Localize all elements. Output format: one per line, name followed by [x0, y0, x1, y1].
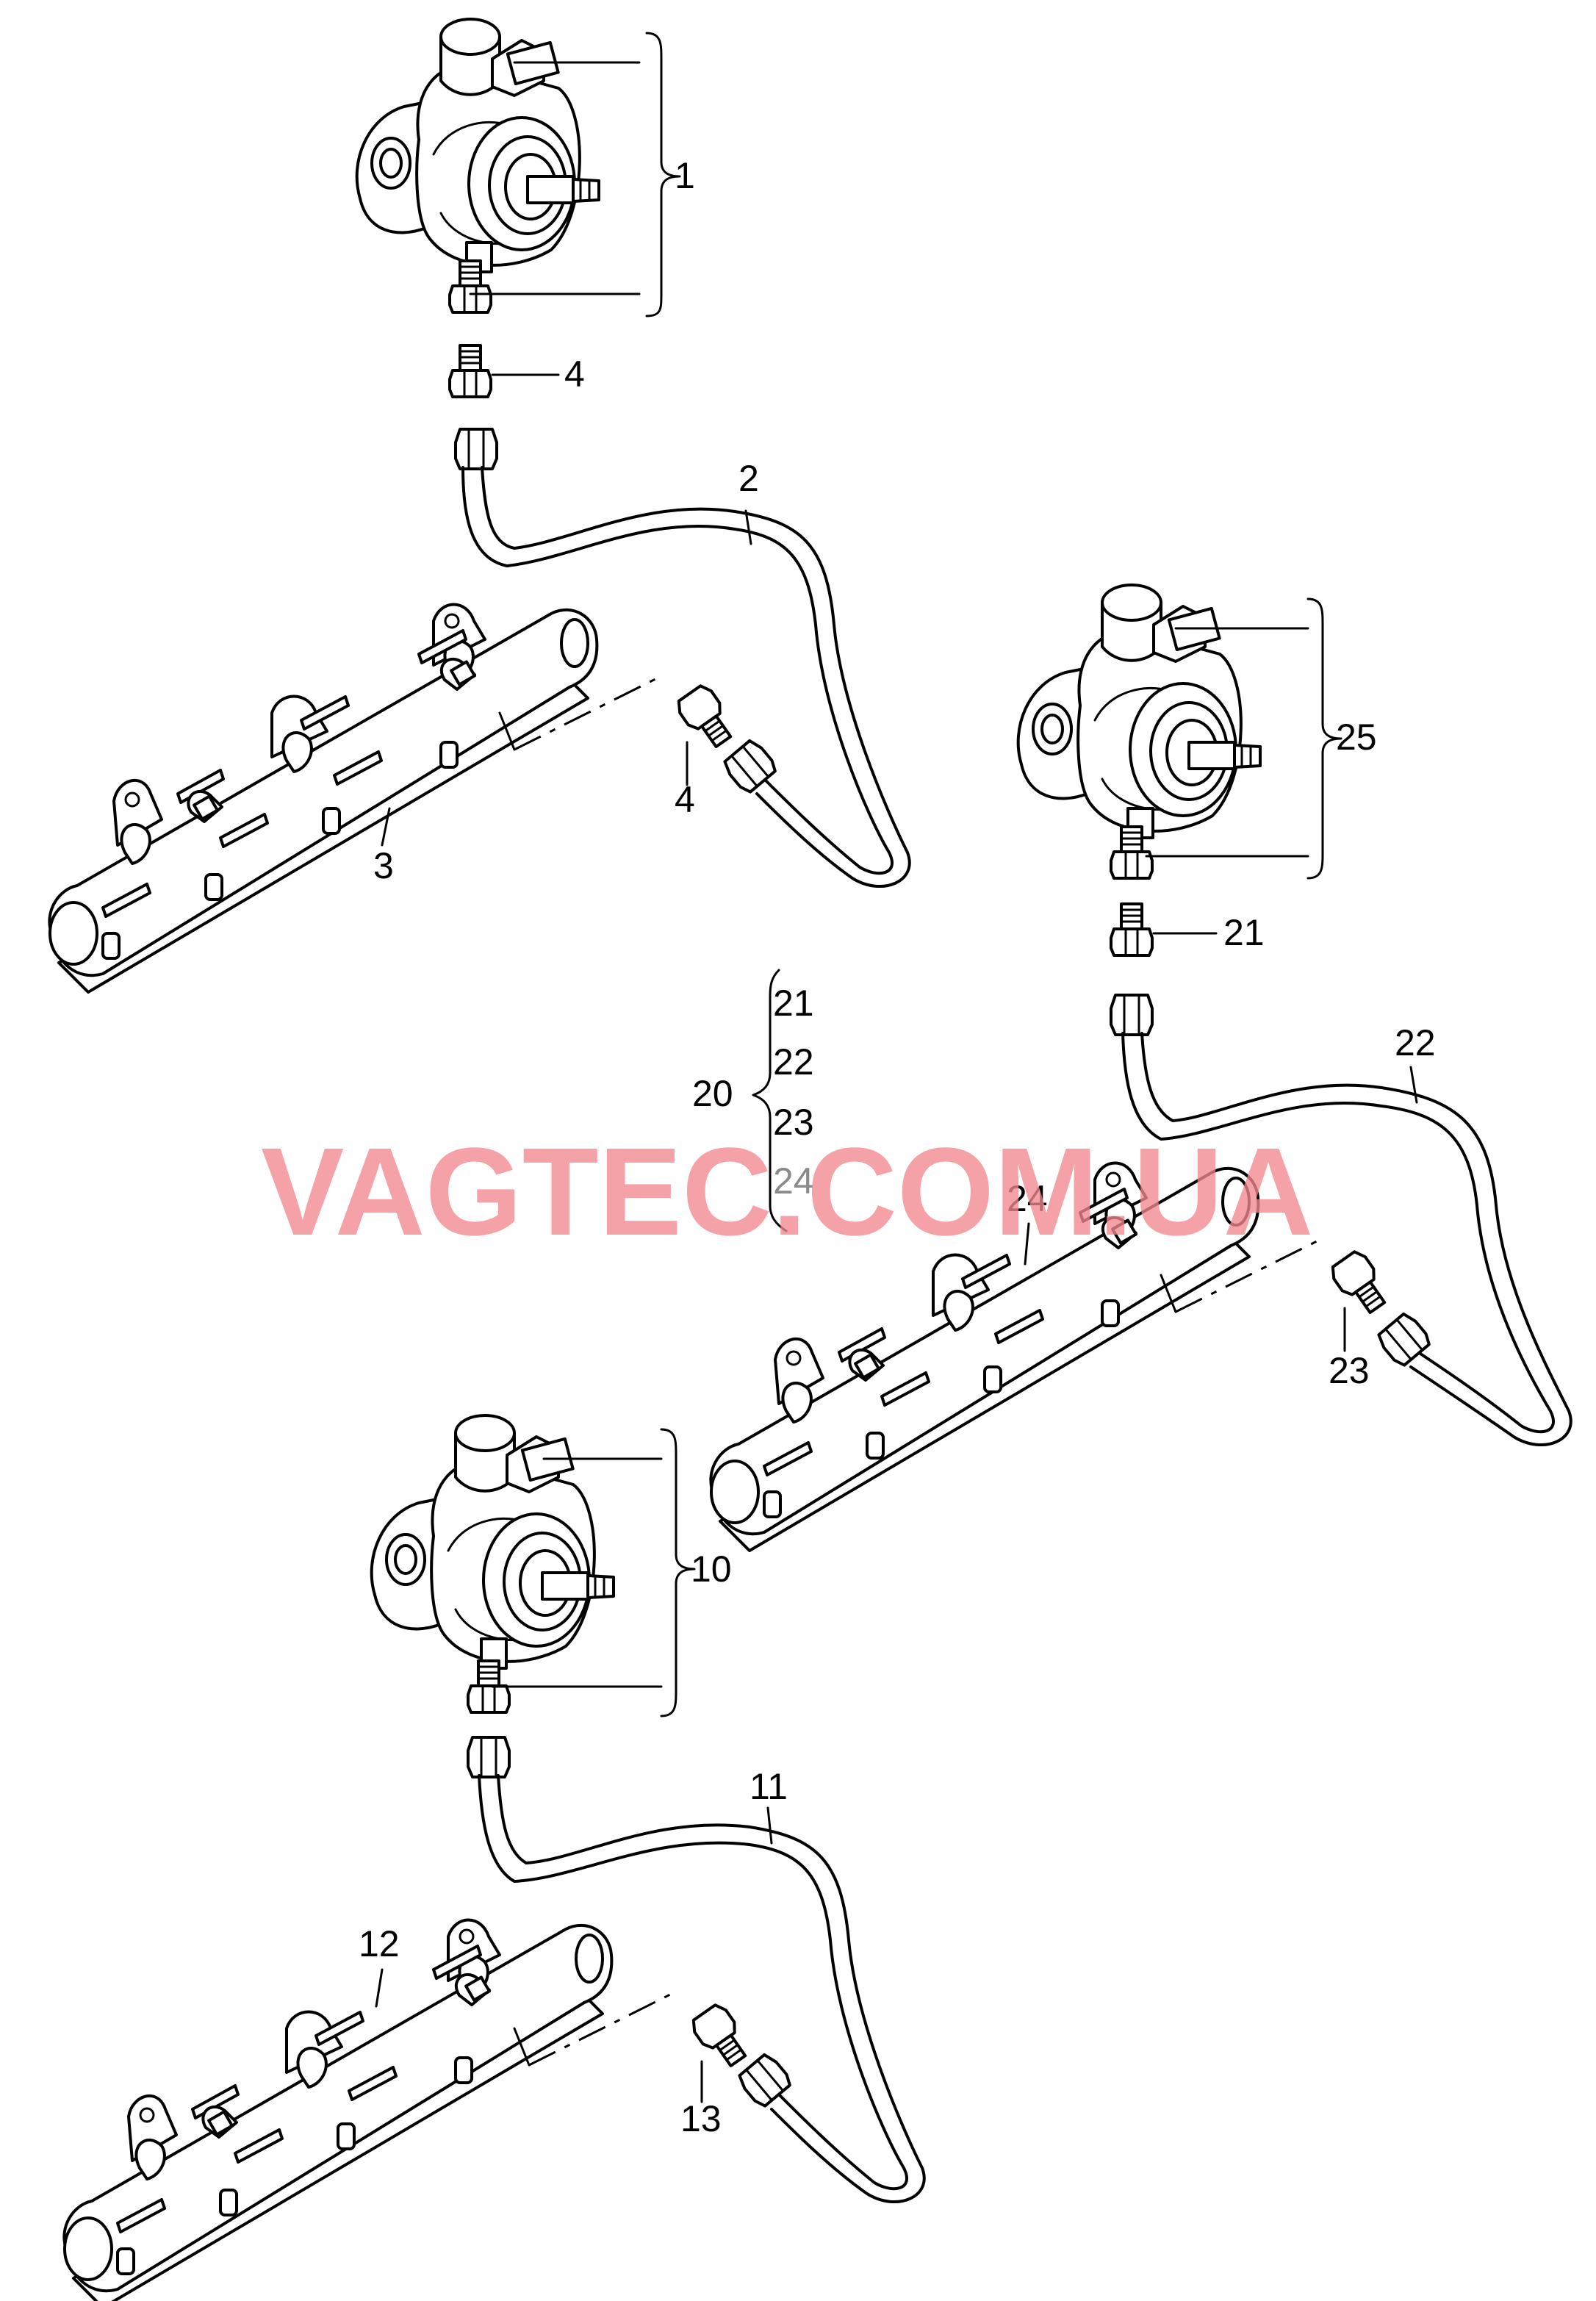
callout-21-right: 21 [1223, 912, 1265, 953]
bracket-20 [752, 969, 788, 1232]
fitting-4b [672, 681, 733, 749]
callout-3: 3 [373, 845, 394, 886]
fitting-4a [448, 344, 492, 398]
fuel-rail-12 [62, 1918, 614, 2301]
fuel-rail-3 [48, 603, 599, 994]
callout-1: 1 [675, 155, 695, 196]
leader-dash-3 [528, 1990, 677, 2067]
leader-dash-2 [1175, 1237, 1323, 1313]
callout-22-group: 22 [773, 1041, 814, 1083]
callout-25: 25 [1336, 717, 1377, 758]
callout-24-group: 24 [773, 1160, 814, 1202]
callout-13: 13 [680, 2098, 722, 2139]
nut-2a [454, 428, 498, 470]
pump-assembly-10 [370, 1414, 615, 1670]
callout-4-top: 4 [564, 353, 585, 395]
fuel-pipe-22 [1121, 1032, 1555, 1434]
nut-11a [467, 1736, 511, 1778]
callout-20: 20 [692, 1073, 733, 1114]
pump-assembly-25 [1016, 584, 1262, 839]
fuel-pipe-2 [461, 466, 894, 875]
callout-21-group: 21 [773, 983, 814, 1024]
callout-12: 12 [359, 1923, 400, 1964]
nut-22b [1373, 1310, 1434, 1370]
watermark-text: VAGTEC.COM.UA [261, 1122, 1313, 1262]
callout-2: 2 [738, 458, 759, 499]
callout-10: 10 [691, 1548, 732, 1590]
fitting-21 [1110, 902, 1154, 957]
callout-24-rail: 24 [1007, 1178, 1048, 1219]
callout-22-right: 22 [1395, 1022, 1436, 1063]
nut-22a [1110, 994, 1154, 1036]
callout-23-group: 23 [773, 1102, 814, 1143]
fitting-23 [1326, 1246, 1387, 1315]
fitting-13 [687, 2000, 747, 2068]
callout-23-right: 23 [1329, 1350, 1370, 1391]
fuel-pipe-11 [478, 1774, 908, 2191]
pump-assembly-1 [355, 18, 600, 273]
leader-dash-1 [514, 675, 662, 751]
callout-11: 11 [750, 1766, 788, 1807]
callout-4-rail: 4 [675, 779, 695, 820]
